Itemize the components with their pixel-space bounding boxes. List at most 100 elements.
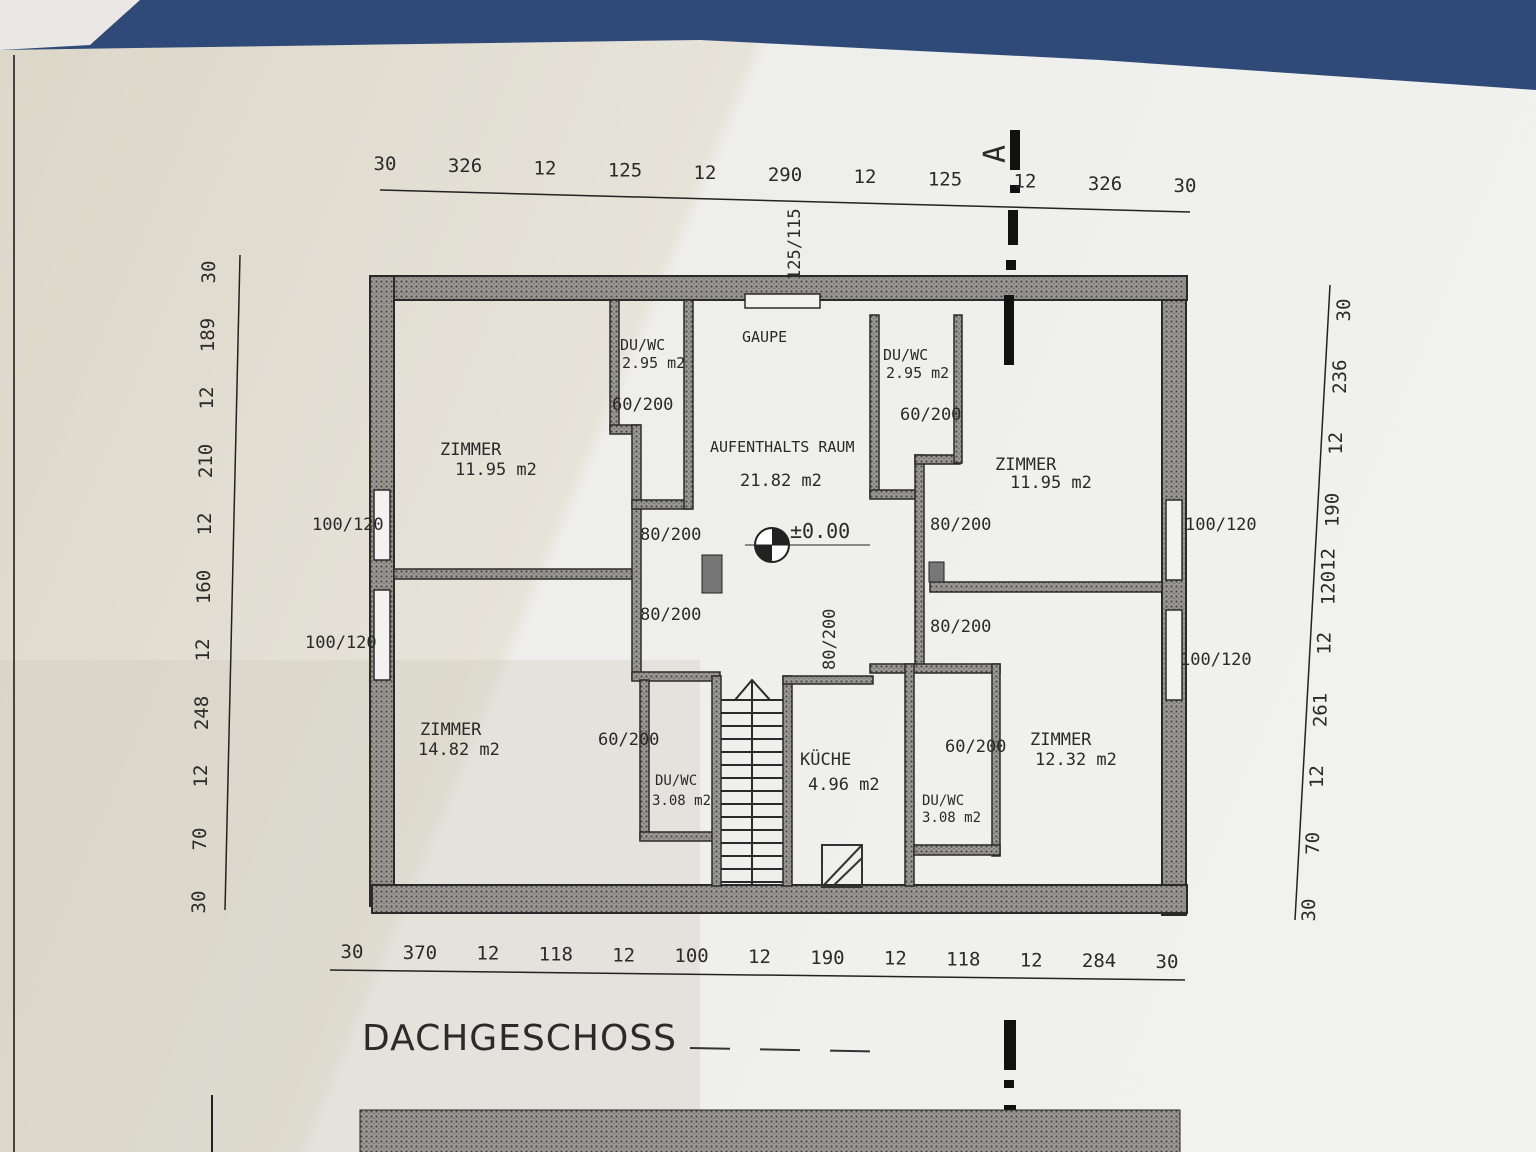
dimension-label: 190 [1321,493,1343,527]
plan-title: DACHGESCHOSS [362,1018,677,1059]
dim-line-right [1294,284,1331,921]
door-label: 80/200 [930,617,991,637]
window-label: 100/120 [1180,650,1252,670]
room-name: DU/WC [655,773,697,789]
room-name: ZIMMER [995,455,1057,475]
windows [373,293,1183,701]
dimension-label: 12 [476,943,499,965]
window-dormer [744,293,821,309]
wall-int [869,489,923,500]
room-name: KÜCHE [800,748,851,770]
door-label: 60/200 [612,395,673,415]
room-name: ZIMMER [1030,730,1092,750]
dim-line-bottom [329,969,1186,981]
section-marker: A [978,145,1013,163]
window-label: 100/120 [1185,515,1257,535]
dimension-label: 12 [196,387,218,410]
door-label: 60/200 [900,405,961,425]
dimension-label: 12 [1325,432,1347,455]
dimension-label: 30 [1298,899,1320,922]
dimension-label: 12 [192,639,214,662]
room-area: 12.32 m2 [1035,750,1117,770]
paper-corner [0,0,140,50]
room-name: GAUPE [742,328,787,346]
wall-int [913,844,1001,856]
wall-int [631,499,693,510]
dimension-label: 12 [694,162,717,184]
room-name: ZIMMER [440,440,502,460]
dimension-label: 12 [884,948,907,970]
dimension-label: 30 [341,941,364,963]
dimension-label: 30 [188,891,210,914]
chimney-icon [701,554,723,594]
dimension-label: 12 [534,157,557,179]
room-area: 11.95 m2 [455,460,537,480]
room-area: 2.95 m2 [886,364,949,382]
dimension-label: 12 [1314,632,1336,655]
dimension-chains [224,189,1331,981]
dimension-label: 12 [190,765,212,788]
wall-int [711,675,722,887]
wall-int [869,663,1001,674]
wall-right [1161,299,1187,916]
dimension-label: 70 [1302,832,1324,855]
wall-int [631,424,642,681]
door-label: 80/200 [640,525,701,545]
dimension-label: 12 [194,513,216,536]
dimension-label: 100 [674,945,708,967]
interior-walls [393,299,1163,887]
room-name: ZIMMER [420,720,482,740]
dimension-label: 12 [612,944,635,966]
dimension-label: 125 [928,168,962,190]
dimension-label: 118 [539,944,573,966]
dimension-label: 12 [1014,171,1037,193]
room-name: DU/WC [922,793,964,809]
dimension-label: 261 [1310,693,1332,727]
title-underline [689,1047,901,1053]
dimension-label: 30 [1333,299,1355,322]
dimension-label: 160 [193,570,215,604]
wall-int [782,675,793,887]
dimension-label: 30 [1156,951,1179,973]
dimension-label: 236 [1329,360,1351,394]
dimension-label: 290 [768,164,802,186]
window-left-lower [373,589,391,681]
dim-line-left [224,254,241,911]
dimension-label: 12 [748,946,771,968]
window-left-upper [373,489,391,561]
door-label: 80/200 [640,605,701,625]
dimension-label: 125 [608,160,642,182]
staircase [721,680,783,885]
wall-int [869,314,880,499]
room-name: DU/WC [883,346,928,364]
wall-int [929,581,1163,593]
door-label: 80/200 [930,515,991,535]
window-label: 100/120 [305,633,377,653]
level-mark: ±0.00 [790,519,850,543]
room-name: AUFENTHALTS RAUM [710,438,855,456]
room-area: 21.82 m2 [740,471,822,491]
vent-icon [928,561,945,583]
dimension-label: 190 [810,947,844,969]
room-area: 14.82 m2 [418,740,500,760]
door-label: 60/200 [945,737,1006,757]
dimension-label: 70 [189,828,211,851]
wall-int [393,568,641,580]
wall-int [639,831,719,842]
wall-bottom [371,884,1188,914]
next-drawing-roof [359,1109,1181,1152]
door-label: 60/200 [598,730,659,750]
dimension-label: 189 [197,318,219,352]
dormer-label: 125/115 [785,208,805,280]
room-area: 11.95 m2 [1010,473,1092,493]
wall-int [953,314,963,464]
dimension-label: 12012 [1317,548,1339,605]
level-symbol-icon [745,527,870,563]
room-area: 4.96 m2 [808,775,880,795]
wall-int [914,454,925,666]
room-area: 2.95 m2 [622,354,685,372]
dim-line-top [379,189,1191,213]
window-right-lower [1165,609,1183,701]
outer-walls [369,275,1188,916]
